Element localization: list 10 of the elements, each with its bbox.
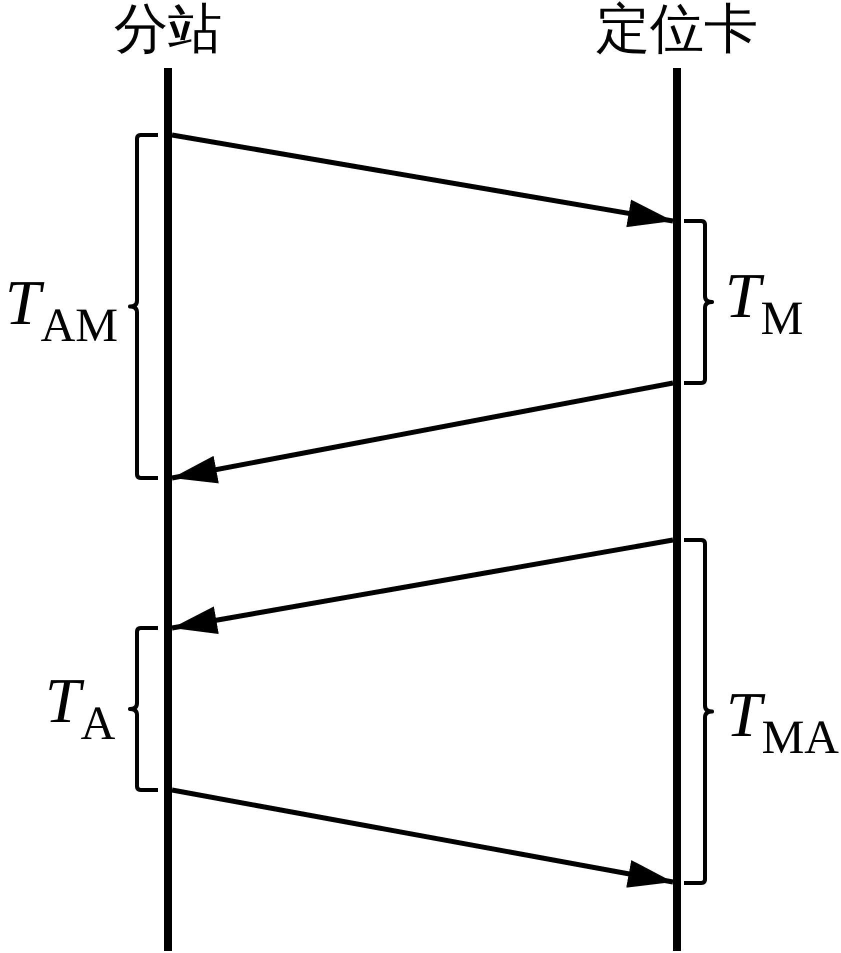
arrow (172, 788, 674, 888)
duration-label: T$_{AM}$ (5, 271, 118, 353)
arrow (172, 380, 674, 484)
arrow (172, 132, 674, 228)
duration-label: T$_{M}$ (725, 264, 804, 346)
duration-label: T$_{A}$ (45, 669, 116, 751)
participant-label: 分站 (114, 2, 222, 56)
arrow (172, 538, 674, 634)
duration-label: T$_{MA}$ (726, 683, 839, 765)
participant-label: 定位卡 (596, 2, 758, 56)
